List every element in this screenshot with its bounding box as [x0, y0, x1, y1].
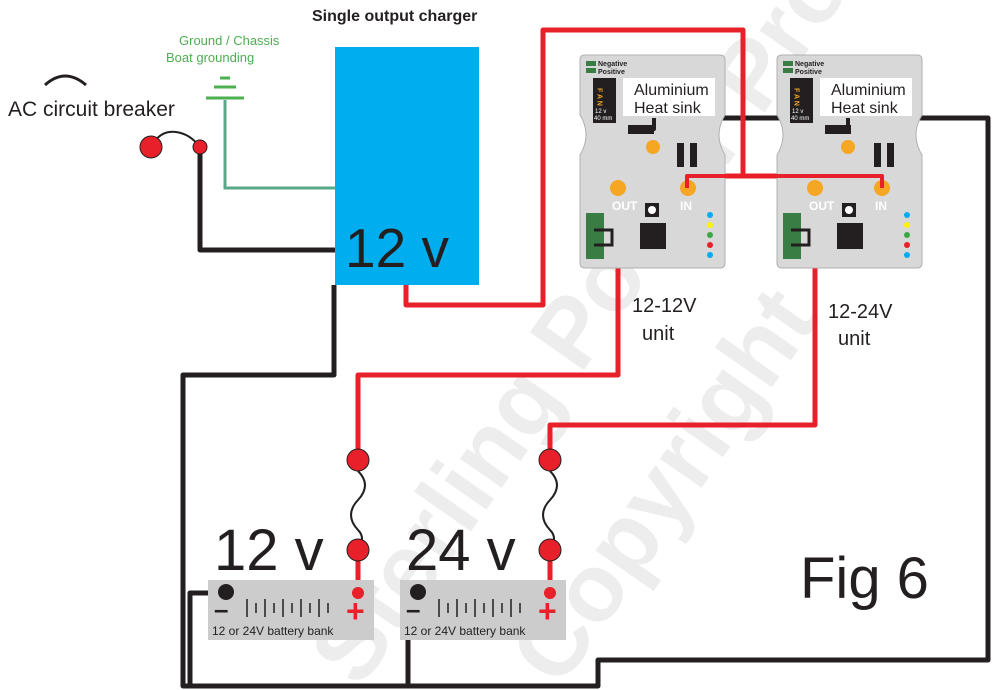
gold-terminal [841, 140, 855, 154]
breaker-label: AC circuit breaker [8, 98, 175, 121]
out-label: OUT [612, 199, 638, 213]
led [707, 232, 713, 238]
breaker-terminal-right [192, 139, 208, 155]
led [904, 212, 910, 218]
heatsink-line1: Aluminium [831, 82, 906, 99]
battery2-neg-terminal [410, 584, 426, 600]
led [904, 252, 910, 258]
dc-unit-1: Negative Positive F A N 12 v 40 mm Alumi… [579, 54, 726, 269]
charger-body [335, 47, 479, 285]
battery1-voltage: 12 v [214, 518, 324, 583]
heatsink-panel [623, 78, 715, 116]
heatsink-panel [820, 78, 912, 116]
fan-letters: F A N [596, 88, 603, 106]
fuse-slot-left [677, 143, 684, 167]
unit1-name-line1: 12-12V [632, 295, 697, 317]
battery1-plus: + [346, 593, 365, 629]
fuse-slot-right [690, 143, 697, 167]
fan [593, 78, 616, 123]
gold-terminal [646, 140, 660, 154]
fuse-slot-left [874, 143, 881, 167]
ground-label-line2: Boat grounding [166, 50, 254, 65]
battery1-minus: – [214, 594, 228, 624]
led [707, 242, 713, 248]
breaker-arc [43, 74, 87, 87]
fuse-slot-right [887, 143, 894, 167]
battery2-minus: – [406, 594, 420, 624]
diagram-title: Single output charger [312, 8, 477, 25]
out-label: OUT [809, 199, 835, 213]
fuse-battery-1 [346, 448, 370, 562]
led [707, 222, 713, 228]
out-terminal [610, 180, 626, 196]
terminal-negative-label: Negative [795, 61, 824, 68]
heatsink-line2: Heat sink [831, 100, 899, 117]
ground-symbol: Ground / Chassis Boat grounding [166, 33, 280, 100]
battery2-label: 12 or 24V battery bank [404, 624, 526, 638]
out1-to-battery1-wire [355, 190, 621, 458]
led [707, 212, 713, 218]
charger-voltage: 12 v [345, 217, 449, 279]
terminal-negative-label: Negative [598, 61, 627, 68]
battery2-plus: + [538, 593, 557, 629]
in-label: IN [875, 199, 887, 213]
battery2-body [400, 580, 566, 640]
battery-1: 12 v – + 12 or 24V battery bank [208, 518, 374, 640]
led [904, 232, 910, 238]
heatsink-line2: Heat sink [634, 100, 702, 117]
ac-circuit-breaker: AC circuit breaker [8, 74, 208, 159]
unit2-name-line2: unit [838, 328, 871, 350]
connector-strip [586, 213, 604, 259]
ground-wire [223, 100, 336, 190]
dc-unit-2: Negative Positive F A N 12 v 40 mm Alumi… [776, 54, 923, 269]
ground-label-line1: Ground / Chassis [179, 33, 280, 48]
fan-volt: 12 v [595, 109, 606, 115]
control-block [837, 223, 863, 249]
fan-volt: 12 v [792, 109, 803, 115]
led [707, 252, 713, 258]
in-label: IN [680, 199, 692, 213]
heatsink-line1: Aluminium [634, 82, 709, 99]
battery1-neg-terminal [218, 584, 234, 600]
unit1-name-line2: unit [642, 323, 675, 345]
figure-label: Fig 6 [800, 546, 929, 611]
unit2-name-line1: 12-24V [828, 301, 893, 323]
terminal-positive-label: Positive [598, 69, 625, 76]
breaker-to-charger-wire [197, 147, 338, 253]
terminal-positive-label: Positive [795, 69, 822, 76]
connector-strip [783, 213, 801, 259]
battery-2: 24 v – + 12 or 24V battery bank [400, 518, 566, 640]
led [904, 222, 910, 228]
fan [790, 78, 813, 123]
battery2-voltage: 24 v [406, 518, 516, 583]
fan-letters: F A N [793, 88, 800, 106]
out-terminal [807, 180, 823, 196]
out2-to-battery2-wire [547, 190, 818, 458]
battery1-body [208, 580, 374, 640]
charger: 12 v [335, 47, 479, 285]
breaker-terminal-left [139, 135, 163, 159]
fuse-battery-2 [538, 448, 562, 562]
battery2-pos-terminal [544, 587, 556, 599]
control-block [640, 223, 666, 249]
battery1-label: 12 or 24V battery bank [212, 624, 334, 638]
led [904, 242, 910, 248]
battery1-pos-terminal [352, 587, 364, 599]
fan-size: 40 mm [594, 116, 612, 122]
fan-size: 40 mm [791, 116, 809, 122]
